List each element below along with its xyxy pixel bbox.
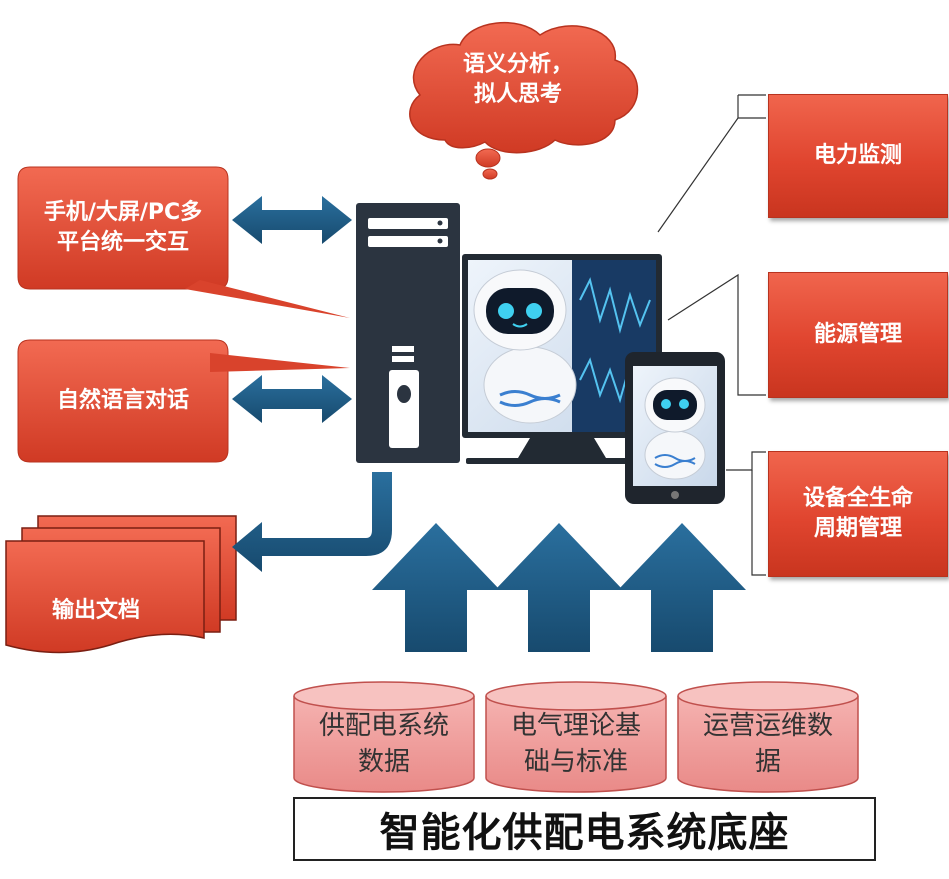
elbow-arrow-output bbox=[232, 472, 392, 572]
db-label-supply-data: 供配电系统 数据 bbox=[318, 711, 449, 777]
callout-dialogue-shape bbox=[17, 339, 350, 463]
base-platform-title: 智能化供配电系统底座 bbox=[293, 797, 876, 861]
robot-monitor bbox=[473, 269, 577, 424]
right-connectors bbox=[657, 94, 766, 576]
db-label-ops-data: 运营运维数 据 bbox=[702, 711, 833, 777]
right-box-energy-management: 能源管理 bbox=[768, 272, 948, 398]
right-box-power-monitoring: 电力监测 bbox=[768, 94, 948, 218]
database-cylinders bbox=[293, 681, 859, 793]
right-box-lifecycle-management: 设备全生命 周期管理 bbox=[768, 451, 948, 577]
callout-platform-text: 手机/大屏/PC多 平台统一交互 bbox=[43, 200, 203, 255]
thought-bubble-cloud bbox=[409, 22, 639, 180]
callout-dialogue-text: 自然语言对话 bbox=[56, 388, 189, 413]
output-doc-label: 输出文档 bbox=[52, 598, 141, 623]
pc-tower bbox=[356, 203, 460, 463]
phone bbox=[625, 352, 725, 504]
db-label-electrical-theory: 电气理论基 础与标准 bbox=[510, 711, 641, 777]
callout-platform-shape bbox=[17, 166, 350, 318]
thought-bubble-text: 语义分析， 拟人思考 bbox=[462, 52, 573, 107]
double-arrow-platform bbox=[232, 196, 352, 244]
output-document-stack bbox=[5, 515, 237, 654]
upward-arrows bbox=[372, 523, 746, 652]
double-arrow-dialogue bbox=[232, 375, 352, 423]
